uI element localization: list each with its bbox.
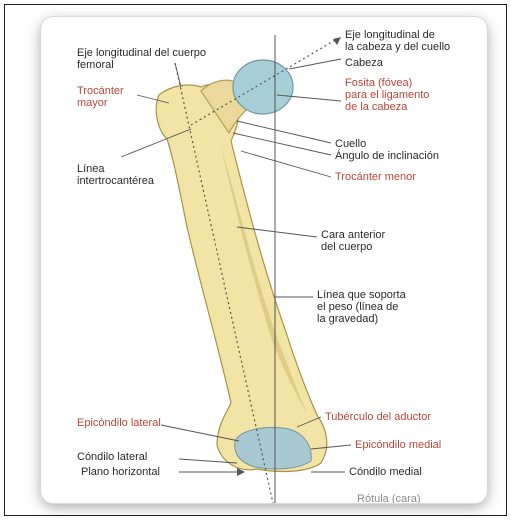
label-fosita-2: para el ligamento: [345, 89, 429, 101]
label-cabeza: Cabeza: [345, 57, 383, 69]
label-epicondilo-medial: Epicóndilo medial: [355, 439, 441, 451]
label-cara-anterior-2: del cuerpo: [321, 241, 372, 253]
label-linea-intertrocanterea-2: intertrocantérea: [77, 175, 154, 187]
label-eje-longitudinal-cabeza-2: la cabeza y del cuello: [345, 41, 450, 53]
image-frame: Eje longitudinal del cuerpo femoral Eje …: [4, 4, 507, 516]
label-eje-longitudinal-cuerpo-2: femoral: [77, 59, 114, 71]
label-fosita-3: de la cabeza: [345, 101, 407, 113]
label-angulo-inclinacion: Ángulo de inclinación: [335, 150, 439, 162]
label-fosita-1: Fosita (fóvea): [345, 77, 412, 89]
femoral-head: [233, 60, 293, 114]
label-trocanter-mayor-1: Trocánter: [77, 85, 124, 97]
label-bottom-cut: Rótula (cara): [357, 493, 421, 503]
label-cuello: Cuello: [335, 138, 366, 150]
femur-bone: [156, 85, 327, 472]
label-eje-longitudinal-cabeza-1: Eje longitudinal de: [345, 29, 435, 41]
label-linea-peso-1: Línea que soporta: [317, 289, 406, 301]
label-condilo-lateral: Cóndilo lateral: [77, 451, 147, 463]
label-condilo-medial: Cóndilo medial: [349, 466, 422, 478]
label-linea-peso-3: la gravedad): [317, 313, 378, 325]
label-plano-horizontal: Plano horizontal: [81, 466, 160, 478]
femur-illustration-card: Eje longitudinal del cuerpo femoral Eje …: [41, 17, 487, 503]
label-tuberculo-aductor: Tubérculo del aductor: [325, 411, 431, 423]
label-eje-longitudinal-cuerpo-1: Eje longitudinal del cuerpo: [77, 47, 206, 59]
condyle-area: [235, 428, 312, 470]
label-linea-intertrocanterea-1: Línea: [77, 163, 105, 175]
label-trocanter-menor: Trocánter menor: [335, 171, 416, 183]
label-trocanter-mayor-2: mayor: [77, 97, 108, 109]
label-linea-peso-2: el peso (línea de: [317, 301, 398, 313]
label-epicondilo-lateral: Epicóndilo lateral: [77, 417, 161, 429]
label-cara-anterior-1: Cara anterior: [321, 229, 385, 241]
